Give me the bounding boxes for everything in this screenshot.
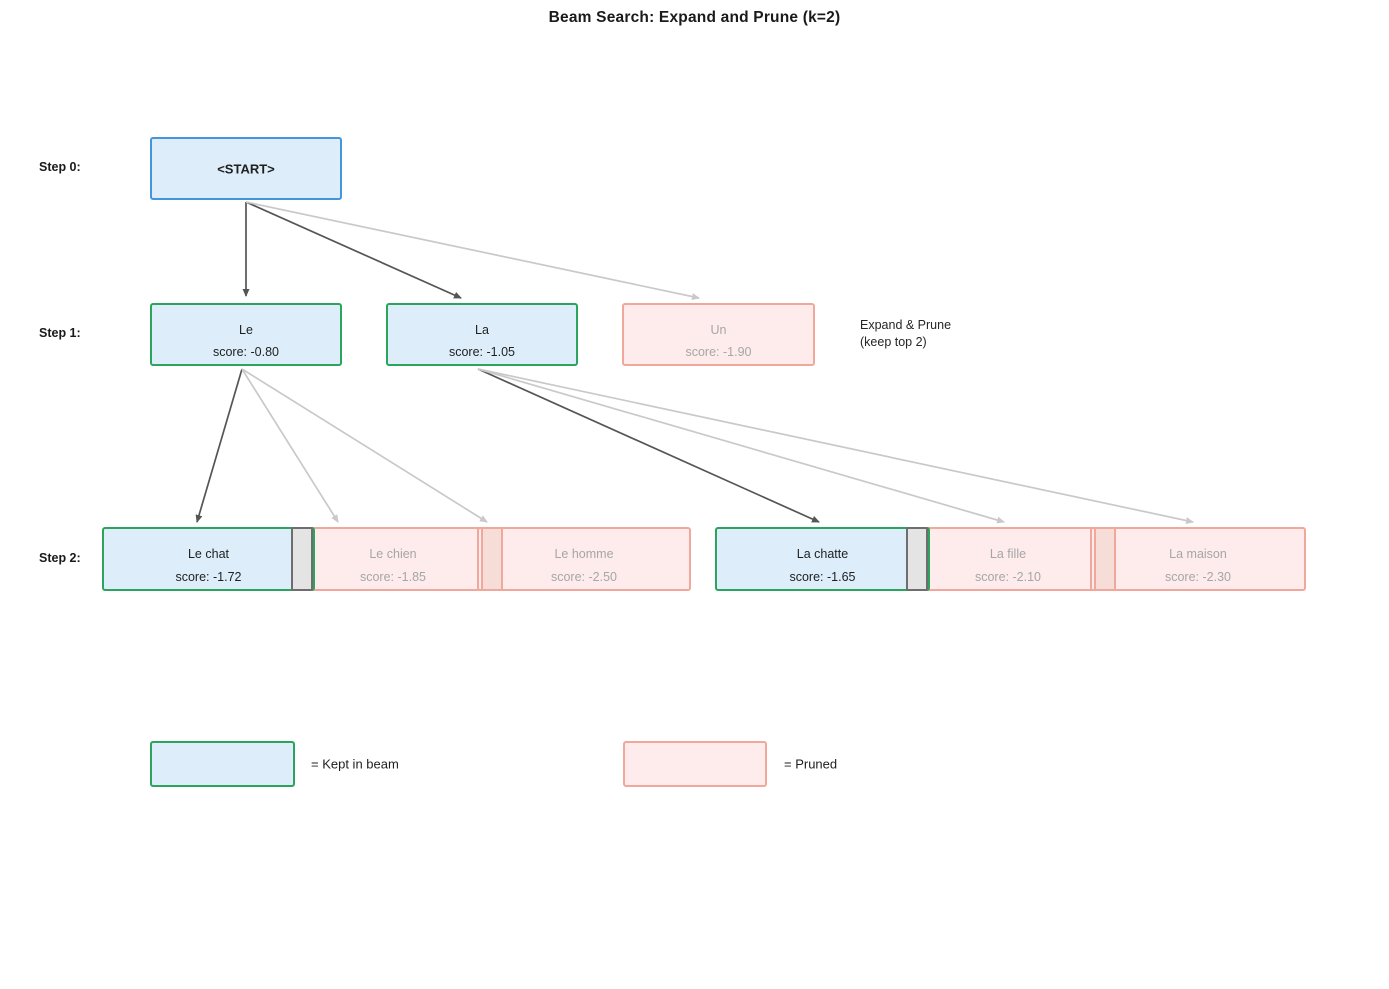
node-la: La score: -1.05 <box>386 303 578 366</box>
node-le: Le score: -0.80 <box>150 303 342 366</box>
node-score: score: -1.05 <box>448 345 515 360</box>
legend-pruned-label: = Pruned <box>784 756 838 772</box>
junction-strip-2 <box>481 527 503 591</box>
legend-kept-swatch <box>150 741 295 787</box>
expand-prune-note: Expand & Prune (keep top 2) <box>860 317 951 351</box>
expand-prune-note-line2: (keep top 2) <box>860 335 927 349</box>
edge-la-to-la-chatte <box>477 368 820 523</box>
node-token: Le chat <box>187 547 229 562</box>
edge-start-to-la <box>245 201 462 299</box>
junction-strip-3 <box>906 527 928 591</box>
junction-strip-1 <box>291 527 313 591</box>
node-score: score: -0.80 <box>212 345 279 360</box>
node-score: score: -1.90 <box>685 345 752 360</box>
node-la-chatte: La chatte score: -1.65 <box>715 527 930 591</box>
node-token: Le chien <box>369 547 417 562</box>
node-score: score: -1.65 <box>789 570 856 584</box>
node-token: La maison <box>1169 547 1227 562</box>
node-token: Le homme <box>554 547 614 562</box>
expand-prune-note-line1: Expand & Prune <box>860 318 952 332</box>
edge-la-to-la-maison <box>477 368 1194 524</box>
legend-kept-label: = Kept in beam <box>311 756 399 772</box>
edge-le-to-le-chat <box>195 368 243 523</box>
step-2-label: Step 2: <box>39 551 81 565</box>
node-score: score: -2.50 <box>550 570 617 584</box>
node-token: La <box>475 322 489 337</box>
node-score: score: -1.72 <box>175 570 242 584</box>
node-score: score: -2.10 <box>974 570 1041 584</box>
node-la-fille: La fille score: -2.10 <box>904 527 1112 591</box>
node-token: La fille <box>989 547 1027 562</box>
step-1-label: Step 1: <box>39 326 81 340</box>
node-un: Un score: -1.90 <box>622 303 815 366</box>
node-score: score: -2.30 <box>1164 570 1231 584</box>
edge-le-to-le-homme <box>241 368 488 523</box>
node-start: <START> <box>150 137 342 200</box>
node-le-chien: Le chien score: -1.85 <box>289 527 497 591</box>
node-le-homme: Le homme score: -2.50 <box>477 527 691 591</box>
node-le-chat: Le chat score: -1.72 <box>102 527 315 591</box>
node-token: La chatte <box>796 547 849 562</box>
diagram-title: Beam Search: Expand and Prune (k=2) <box>548 9 841 26</box>
step-0-label: Step 0: <box>39 160 81 174</box>
junction-strip-4 <box>1094 527 1116 591</box>
edge-le-to-le-chien <box>241 368 339 523</box>
legend-pruned-swatch <box>623 741 767 787</box>
node-token: Un <box>710 322 727 337</box>
edge-la-to-la-fille <box>477 368 1005 524</box>
node-token: Le <box>239 322 253 337</box>
edge-start-to-un <box>245 201 700 300</box>
node-score: score: -1.85 <box>359 570 426 584</box>
node-token: <START> <box>217 161 275 176</box>
node-la-maison: La maison score: -2.30 <box>1090 527 1306 591</box>
